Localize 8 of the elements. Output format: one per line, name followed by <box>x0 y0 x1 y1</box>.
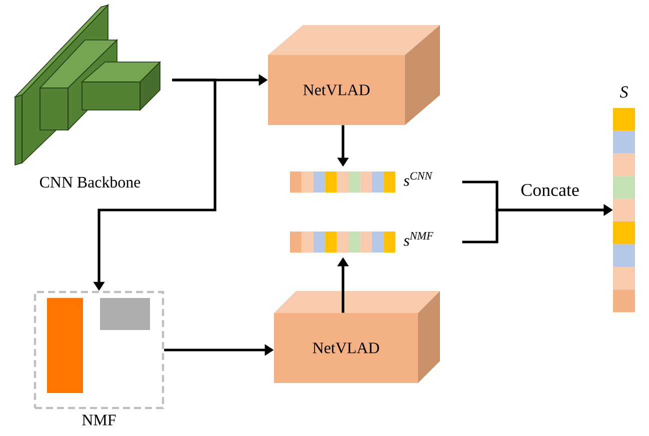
netvlad-block: NetVLAD <box>268 25 440 125</box>
edge-label: Concate <box>520 182 580 198</box>
vector-label: s$^{NMF}$ <box>404 232 434 246</box>
netvlad-block: NetVLAD <box>274 291 440 383</box>
node-label: CNN Backbone <box>40 176 140 188</box>
vector-label: S <box>620 86 628 98</box>
vector-label: s$^{CNN}$ <box>404 172 433 186</box>
node-label: NMF <box>82 414 116 426</box>
